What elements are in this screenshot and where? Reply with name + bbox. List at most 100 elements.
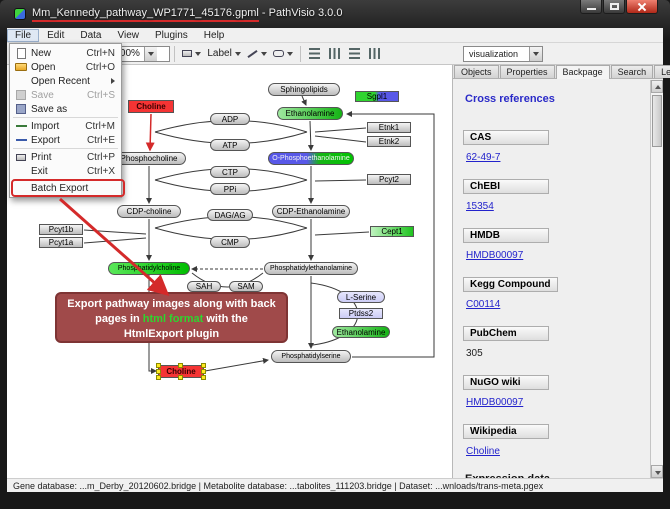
- node-o-phosphoethanolamine[interactable]: O-Phosphoethanolamine: [268, 152, 354, 165]
- tab-backpage[interactable]: Backpage: [555, 65, 610, 79]
- node-sgpl1[interactable]: Sgpl1: [355, 91, 399, 102]
- node-etnk1[interactable]: Etnk1: [367, 122, 411, 133]
- node-ethanolamine[interactable]: Ethanolamine: [277, 107, 343, 120]
- node-phosphatidylcholine[interactable]: Phosphatidylcholine: [108, 262, 190, 275]
- align-horizontal-button[interactable]: [306, 45, 324, 63]
- xref-section-nugo: NuGO wiki HMDB00097: [463, 372, 650, 408]
- menu-help[interactable]: Help: [203, 29, 225, 41]
- minimize-button[interactable]: [580, 0, 602, 14]
- node-sah[interactable]: SAH: [187, 281, 221, 292]
- file-menu-item-save-as[interactable]: Save as: [10, 102, 121, 116]
- tab-properties[interactable]: Properties: [499, 65, 555, 78]
- node-dag[interactable]: DAG/AG: [207, 209, 253, 221]
- cross-references-heading: Cross references: [465, 93, 555, 105]
- shape-icon: [272, 50, 284, 57]
- node-ptdss2[interactable]: Ptdss2: [339, 308, 383, 319]
- node-cept1[interactable]: Cept1: [370, 226, 414, 237]
- menu-item-shortcut: Ctrl+S: [86, 89, 115, 101]
- xref-link[interactable]: 15354: [466, 201, 494, 212]
- node-pcyt1b[interactable]: Pcyt1b: [39, 224, 83, 235]
- datanode-tool-dropdown[interactable]: [180, 45, 203, 63]
- save-as-icon: [14, 104, 28, 114]
- xref-section-wikipedia: Wikipedia Choline: [463, 421, 650, 457]
- selection-handle[interactable]: [156, 368, 161, 374]
- align-horizontal-icon: [309, 48, 321, 59]
- tab-objects[interactable]: Objects: [454, 65, 499, 78]
- xref-link[interactable]: 62-49-7: [466, 152, 501, 163]
- menu-edit[interactable]: Edit: [47, 29, 65, 41]
- node-pcyt2[interactable]: Pcyt2: [367, 174, 411, 185]
- annotation-line1: Export pathway images along with back: [67, 298, 276, 310]
- zoom-dropdown-button[interactable]: [143, 46, 157, 61]
- selection-handle[interactable]: [178, 363, 183, 368]
- scrollbar-thumb[interactable]: [652, 95, 662, 147]
- menu-plugins[interactable]: Plugins: [154, 29, 188, 41]
- node-label: PPi: [223, 184, 237, 194]
- visualization-dropdown-button[interactable]: [529, 47, 542, 61]
- backpage-scrollbar[interactable]: [650, 80, 663, 478]
- menu-data[interactable]: Data: [80, 29, 102, 41]
- tab-search[interactable]: Search: [610, 65, 654, 78]
- node-atp[interactable]: ATP: [210, 139, 250, 151]
- xref-link[interactable]: Choline: [466, 446, 500, 457]
- annotation-callout: Export pathway images along with back pa…: [55, 292, 288, 343]
- file-menu-item-open-recent[interactable]: Open Recent: [10, 74, 121, 88]
- shape-tool-dropdown[interactable]: [271, 45, 295, 63]
- selection-handle[interactable]: [201, 375, 206, 380]
- line-tool-dropdown[interactable]: [245, 45, 269, 63]
- menu-file[interactable]: File: [7, 28, 40, 42]
- selection-handle[interactable]: [201, 363, 206, 368]
- node-label: Cept1: [381, 227, 403, 236]
- node-l-serine[interactable]: L-Serine: [337, 291, 385, 303]
- node-etnk2[interactable]: Etnk2: [367, 136, 411, 147]
- align-vertical-button[interactable]: [326, 45, 344, 63]
- node-cmp[interactable]: CMP: [210, 236, 250, 248]
- node-choline-top[interactable]: Choline: [128, 100, 174, 113]
- file-menu-item-batch-export[interactable]: Batch Export: [10, 179, 125, 197]
- stack-horizontal-button[interactable]: [366, 45, 384, 63]
- tab-legend[interactable]: Legend: [654, 65, 670, 78]
- node-sphingolipids[interactable]: Sphingolipids: [268, 83, 340, 96]
- node-sam[interactable]: SAM: [229, 281, 263, 292]
- node-ppi[interactable]: PPi: [210, 183, 250, 195]
- visualization-combobox[interactable]: visualization: [463, 46, 543, 62]
- scroll-up-button[interactable]: [651, 80, 663, 93]
- node-adp[interactable]: ADP: [210, 113, 250, 125]
- node-ctp[interactable]: CTP: [210, 166, 250, 178]
- selection-handle[interactable]: [156, 363, 161, 368]
- node-label: Sphingolipids: [280, 85, 328, 94]
- annotation-line2: pages in html format with the: [57, 312, 286, 327]
- selection-handle[interactable]: [178, 375, 183, 380]
- node-cdp-choline[interactable]: CDP-choline: [117, 205, 181, 218]
- node-label: Phosphatidylethanolamine: [269, 265, 353, 272]
- node-label: SAM: [237, 282, 255, 291]
- stack-vertical-button[interactable]: [346, 45, 364, 63]
- node-ethanolamine-2[interactable]: Ethanolamine: [332, 326, 390, 338]
- node-phosphatidylethanolamine[interactable]: Phosphatidylethanolamine: [264, 262, 358, 275]
- selection-handle[interactable]: [201, 368, 206, 374]
- chevron-down-icon: [234, 51, 241, 56]
- maximize-button[interactable]: [603, 0, 625, 14]
- xref-link[interactable]: HMDB00097: [466, 250, 524, 261]
- node-choline-selected[interactable]: Choline: [156, 363, 206, 380]
- side-panel-tabs: Objects Properties Backpage Search Legen…: [453, 65, 670, 79]
- selection-handle[interactable]: [156, 375, 161, 380]
- node-cdp-ethanolamine[interactable]: CDP-Ethanolamine: [272, 205, 350, 218]
- close-button[interactable]: [626, 0, 658, 14]
- node-phosphocholine[interactable]: Phosphocholine: [112, 152, 186, 165]
- label-tool-button[interactable]: Label: [205, 45, 242, 63]
- node-label: Ptdss2: [348, 309, 374, 318]
- node-phosphatidylserine[interactable]: Phosphatidylserine: [271, 350, 351, 363]
- xref-link[interactable]: HMDB00097: [466, 397, 524, 408]
- node-pcyt1a[interactable]: Pcyt1a: [39, 237, 83, 248]
- scroll-down-button[interactable]: [651, 465, 663, 478]
- xref-link[interactable]: C00114: [466, 299, 501, 310]
- menu-view[interactable]: View: [117, 29, 139, 41]
